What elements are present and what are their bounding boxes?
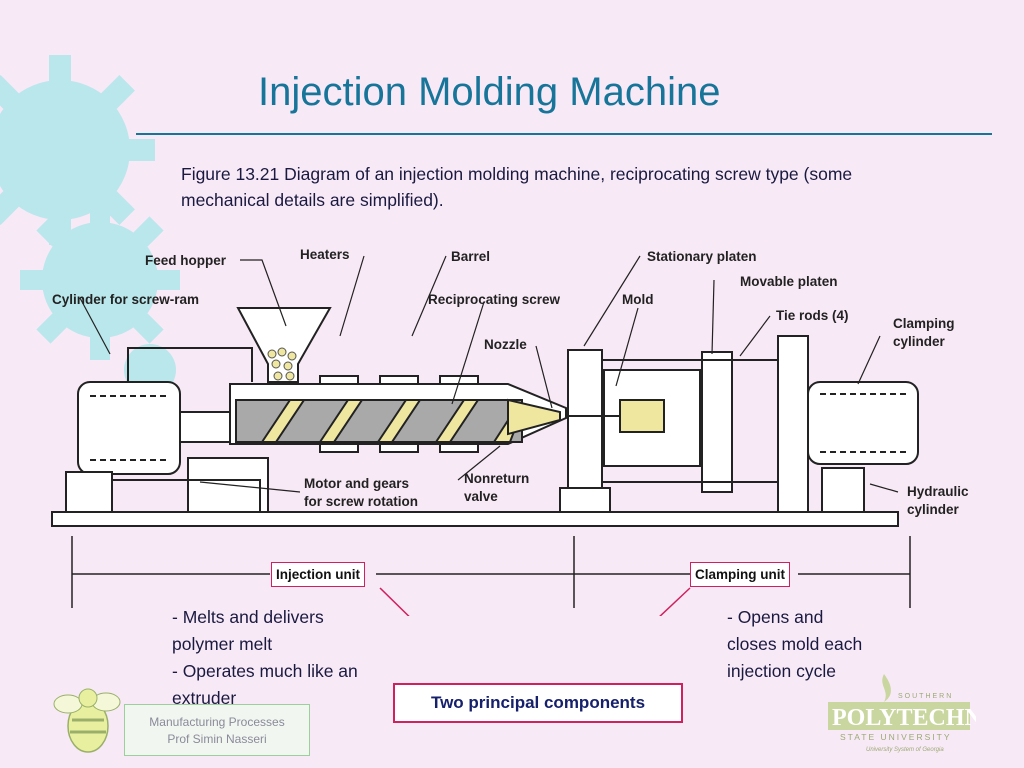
label-motor-gears-1: Motor and gears — [304, 476, 410, 491]
logo-main: POLYTECHNIC — [832, 705, 976, 731]
injection-desc-line-1: - Melts and delivers — [172, 607, 324, 627]
logo-sub: STATE UNIVERSITY — [840, 732, 952, 742]
clamping-desc-line-2: closes mold each — [727, 634, 863, 654]
movable-platen — [701, 351, 733, 493]
figure-caption: Figure 13.21 Diagram of an injection mol… — [181, 164, 853, 210]
hydraulic-cylinder — [821, 467, 865, 513]
footer-line-2: Prof Simin Nasseri — [167, 732, 267, 746]
clamping-cylinder — [807, 381, 919, 465]
label-nonreturn-2: valve — [464, 489, 498, 504]
machine-diagram — [51, 255, 919, 616]
label-movable-platen: Movable platen — [740, 274, 838, 289]
label-clamping-cylinder-1: Clamping — [893, 316, 955, 331]
label-mold: Mold — [622, 292, 654, 307]
footer-box: Manufacturing Processes Prof Simin Nasse… — [124, 704, 310, 756]
label-barrel: Barrel — [451, 249, 491, 264]
clamping-desc-line-3: injection cycle — [727, 661, 836, 681]
label-nozzle: Nozzle — [484, 337, 527, 352]
label-clamping-cylinder-2: cylinder — [893, 334, 945, 349]
injection-desc-line-4: extruder — [172, 688, 237, 708]
label-motor-gears-2: for screw rotation — [304, 494, 419, 509]
footer-line-1: Manufacturing Processes — [149, 715, 285, 729]
left-support — [65, 471, 113, 513]
stationary-platen — [567, 349, 603, 513]
title-rule — [136, 133, 992, 135]
principal-components-box: Two principal components — [393, 683, 683, 723]
logo-top: SOUTHERN — [898, 693, 953, 700]
injection-desc-line-2: polymer melt — [172, 634, 273, 654]
slide-title: Injection Molding Machine — [258, 70, 721, 114]
decorative-gears — [0, 55, 180, 396]
bee-mascot-icon — [53, 688, 121, 753]
clamping-description: - Opens and closes mold each injection c… — [727, 604, 862, 685]
feed-hopper — [236, 307, 332, 383]
label-tie-rods: Tie rods (4) — [776, 308, 849, 323]
university-logo: SOUTHERN POLYTECHNIC STATE UNIVERSITY Un… — [828, 674, 976, 753]
clamping-desc-line-1: - Opens and — [727, 607, 824, 627]
label-reciprocating-screw: Reciprocating screw — [428, 292, 561, 307]
injection-unit-label: Injection unit — [271, 562, 365, 587]
injection-description: - Melts and delivers polymer melt - Oper… — [172, 604, 358, 712]
machine-base — [51, 511, 899, 527]
label-hydraulic-2: cylinder — [907, 502, 959, 517]
clamping-unit-label: Clamping unit — [690, 562, 790, 587]
label-stationary-platen: Stationary platen — [647, 249, 757, 264]
injection-desc-line-3: - Operates much like an — [172, 661, 358, 681]
label-feed-hopper: Feed hopper — [145, 253, 227, 268]
logo-tag: University System of Georgia — [866, 747, 944, 753]
label-heaters: Heaters — [300, 247, 350, 262]
label-cylinder-screw-ram: Cylinder for screw-ram — [52, 292, 200, 307]
label-nonreturn-1: Nonreturn — [464, 471, 530, 486]
label-hydraulic-1: Hydraulic — [907, 484, 969, 499]
